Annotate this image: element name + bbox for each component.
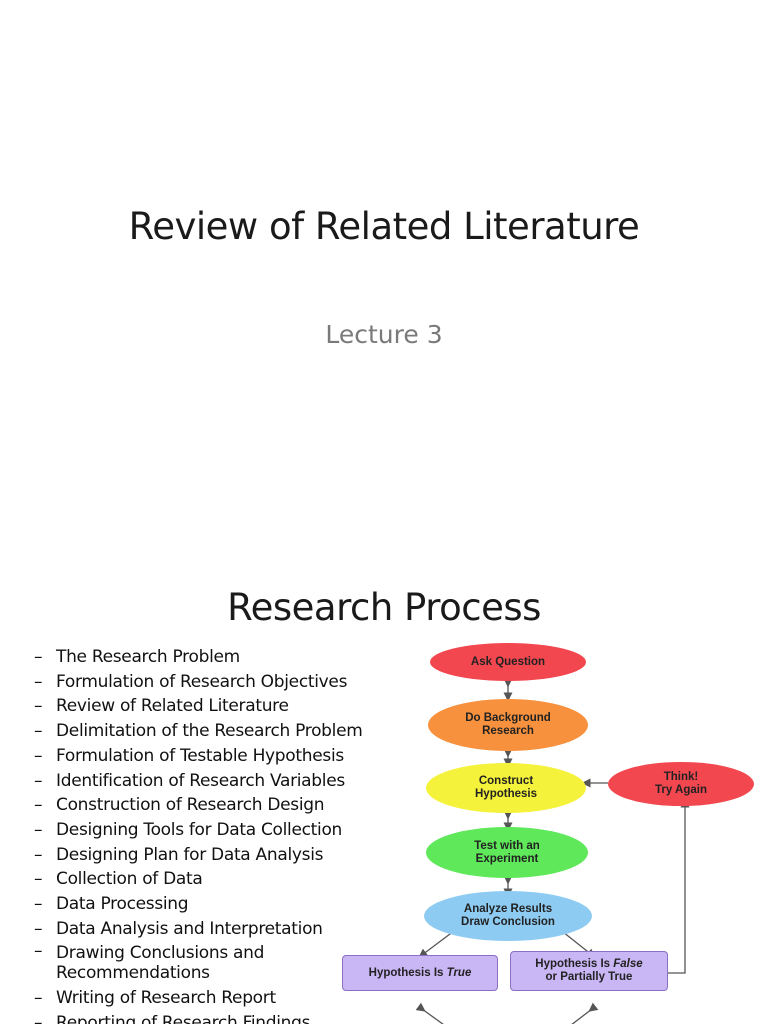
ask-question-node: Ask Question xyxy=(430,643,586,681)
list-item: –The Research Problem xyxy=(34,647,240,667)
list-item: –Reporting of Research Findings xyxy=(34,1013,311,1024)
slide-title: Review of Related Literature xyxy=(128,205,640,248)
list-item: –Identification of Research Variables xyxy=(34,770,345,791)
list-item: –Writing of Research Report xyxy=(34,988,276,1009)
slide-title: Research Process xyxy=(227,586,541,629)
list-item: –Review of Related Literature xyxy=(34,696,289,717)
list-item: –Data Analysis and Interpretation xyxy=(34,918,323,939)
list-item: –Delimitation of the Research Problem xyxy=(34,721,363,742)
hypothesis-true-node: Hypothesis Is True xyxy=(342,955,498,991)
research-steps-list: –The Research Problem –Formulation of Re… xyxy=(30,645,400,1024)
list-item: –Collection of Data xyxy=(34,869,203,890)
list-item: –Designing Tools for Data Collection xyxy=(34,819,343,840)
list-item: –Formulation of Testable Hypothesis xyxy=(34,745,344,766)
slide-subtitle: Lecture 3 xyxy=(325,320,443,349)
title-slide: Review of Related Literature Lecture 3 xyxy=(128,205,640,349)
think-try-again-node: Think!Try Again xyxy=(608,762,754,806)
list-item: –Construction of Research Design xyxy=(34,795,325,816)
list-item: –Designing Plan for Data Analysis xyxy=(34,844,324,865)
list-item: –Data Processing xyxy=(34,894,189,915)
list-item: –Formulation of Research Objectives xyxy=(34,671,348,692)
research-process-slide: Research Process –The Research Problem –… xyxy=(0,520,768,1024)
